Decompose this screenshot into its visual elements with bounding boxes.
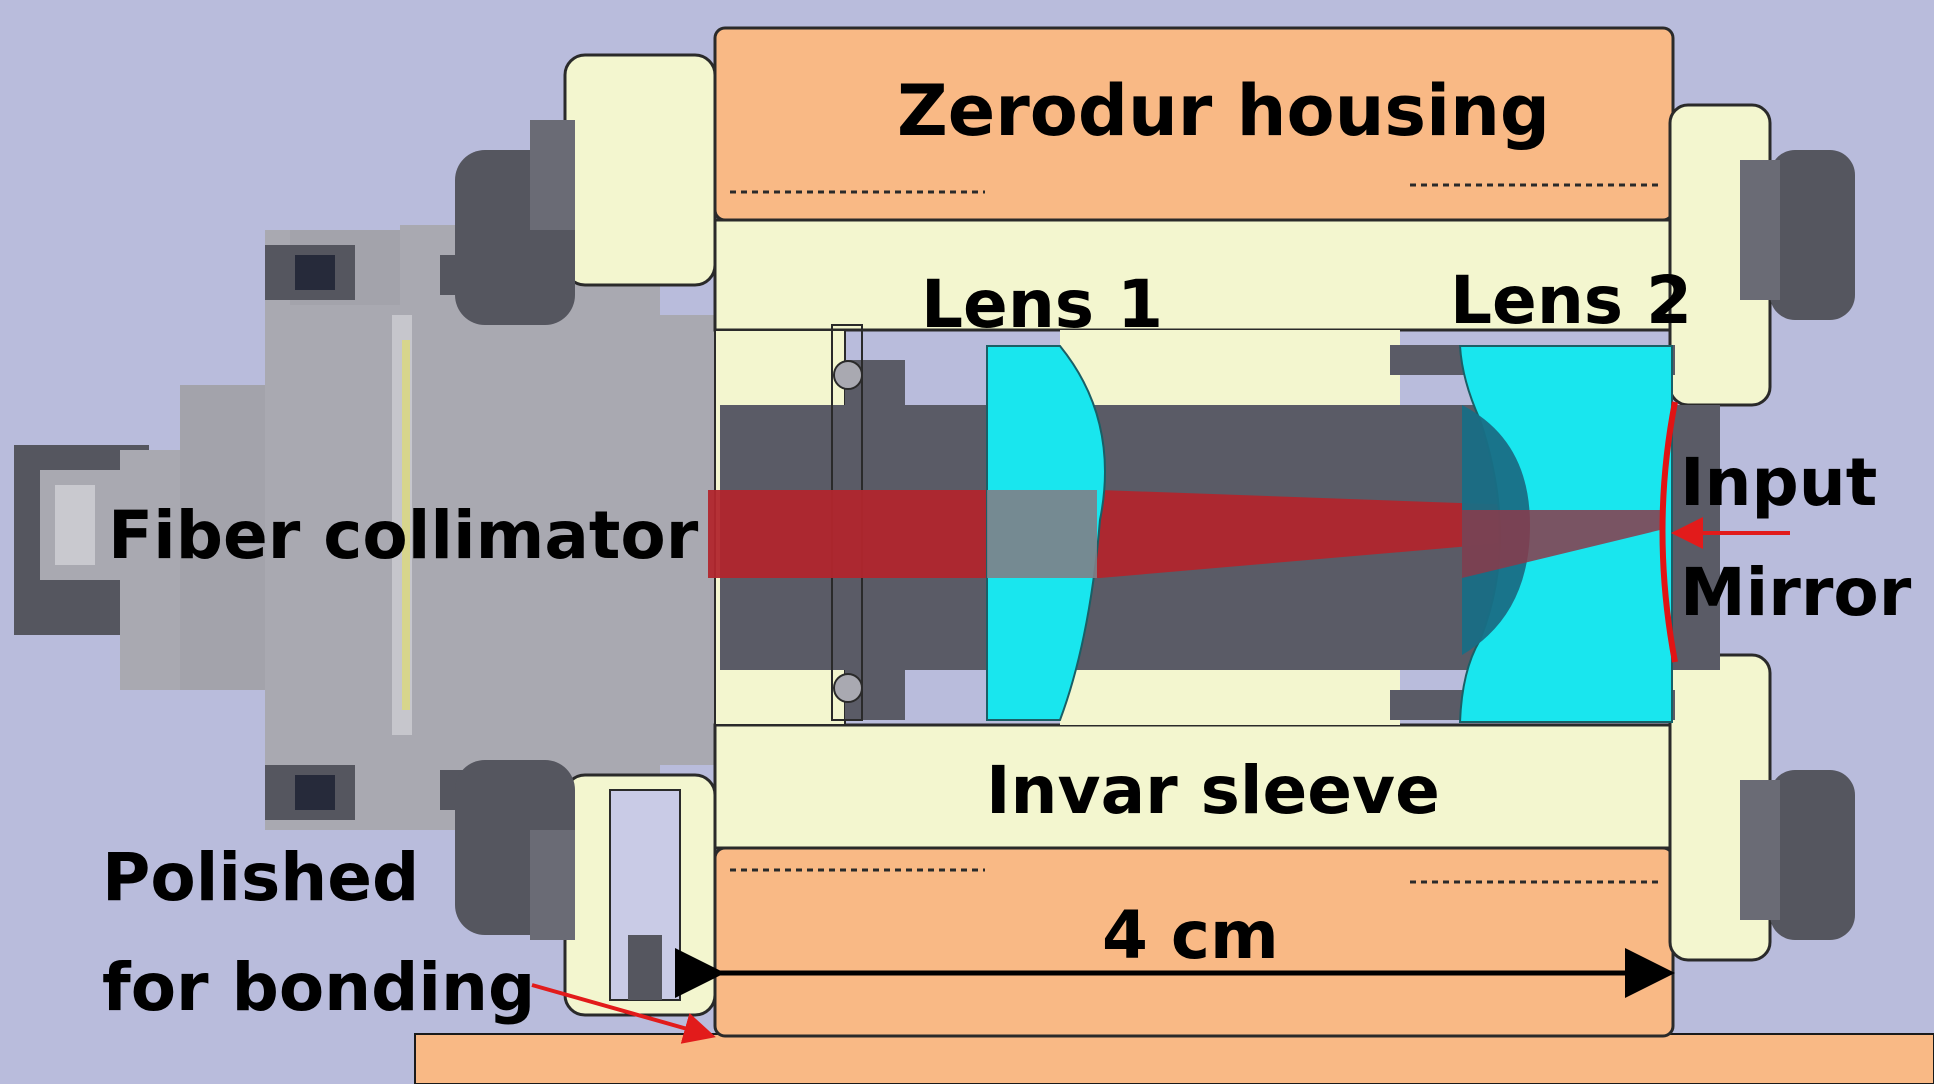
label-lens-1: Lens 1 (921, 266, 1163, 343)
label-fiber-collimator: Fiber collimator (108, 497, 699, 574)
label-input-mirror-line2: Mirror (1680, 554, 1912, 631)
label-input-mirror-line1: Input (1680, 444, 1878, 521)
mounting-bench (414, 1033, 1934, 1084)
label-polished-line2: for bonding (102, 949, 536, 1026)
label-polished-line1: Polished (102, 839, 420, 916)
right-flange (1668, 103, 1855, 962)
lens-1 (986, 345, 1106, 721)
label-lens-2: Lens 2 (1450, 262, 1692, 339)
input-mirror (1659, 401, 1678, 663)
laser-beam (708, 490, 1655, 578)
label-zerodur-housing: Zerodur housing (897, 70, 1551, 152)
fiber-collimator (14, 225, 720, 830)
label-invar-sleeve: Invar sleeve (986, 752, 1440, 829)
polished-pointer-arrow (531, 983, 716, 1044)
lens-2 (1458, 345, 1673, 723)
label-dimension: 4 cm (1102, 897, 1279, 974)
oring-top (833, 360, 863, 390)
oring-bottom (833, 673, 863, 703)
